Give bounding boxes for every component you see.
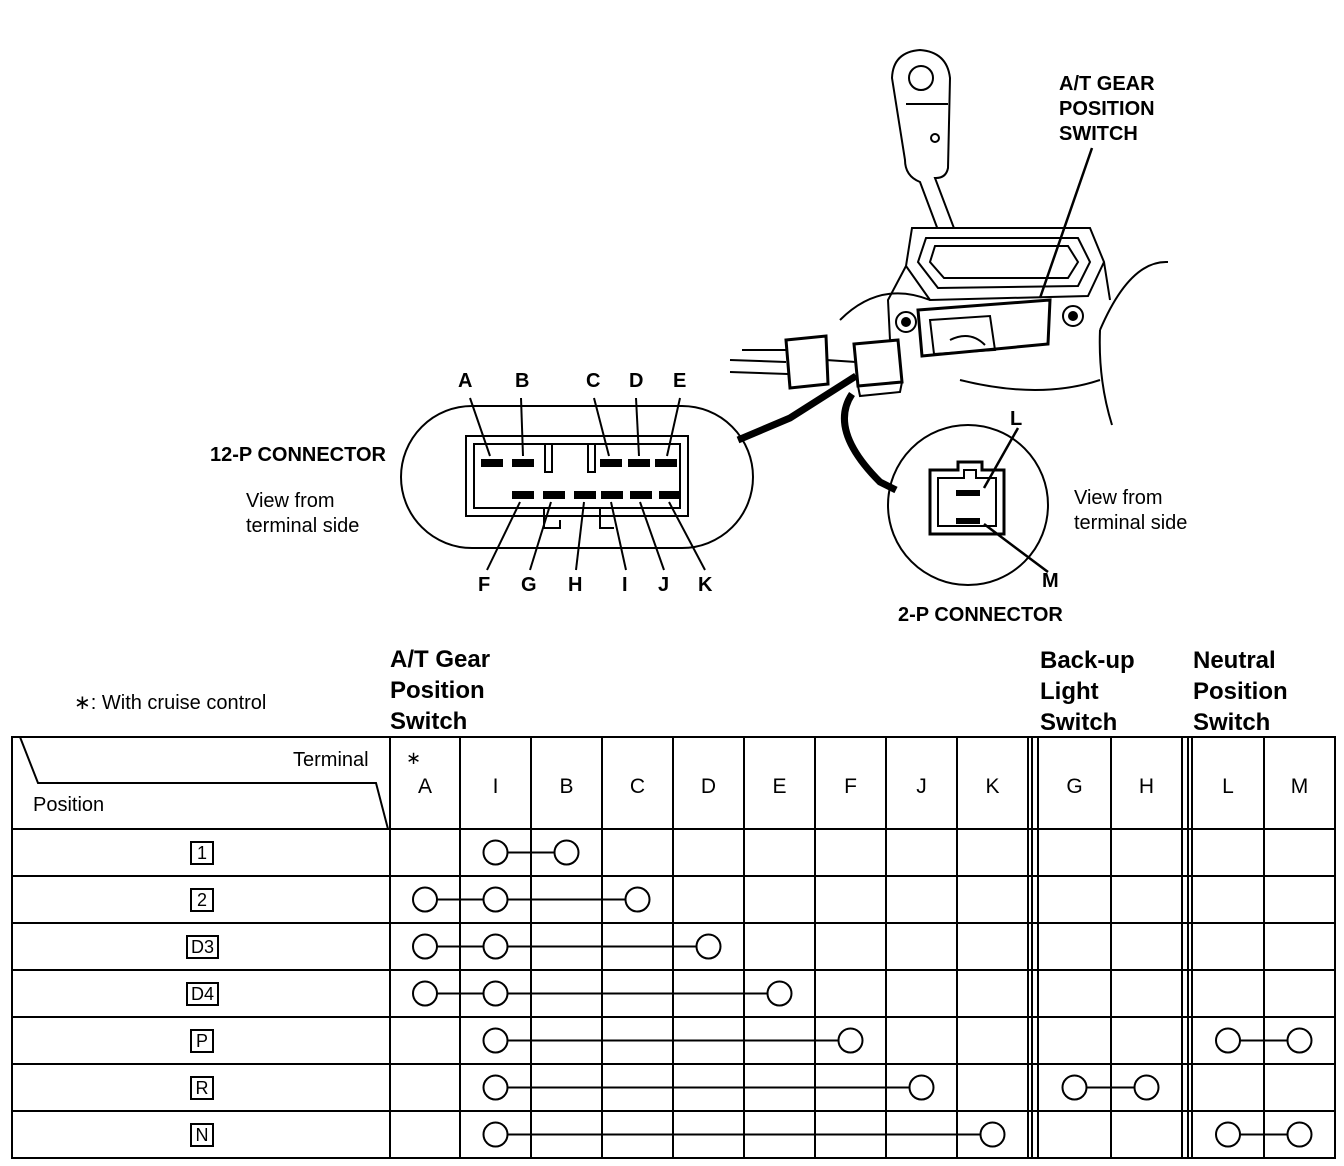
column-header-A: A xyxy=(418,775,432,798)
row-position-P: P xyxy=(190,1028,214,1053)
group-heading-gear-line-1: A/T Gear xyxy=(390,646,491,673)
row-position-D3: D3 xyxy=(186,934,220,959)
continuity-point-I xyxy=(482,886,509,913)
column-header-L: L xyxy=(1222,775,1234,798)
terminal-label-F: F xyxy=(478,574,491,596)
continuity-point-C xyxy=(624,886,651,913)
switch-callout-label: A/T GEAR POSITION SWITCH xyxy=(1059,72,1155,147)
connector-2p-view-line-1: View from xyxy=(1074,487,1163,509)
connector-12p-body xyxy=(400,373,858,571)
switch-callout-line-3: SWITCH xyxy=(1059,123,1138,145)
continuity-point-E xyxy=(766,980,793,1007)
switch-callout-line xyxy=(1038,147,1094,299)
connector-12p-title: 12-P CONNECTOR xyxy=(210,444,386,466)
continuity-point-J xyxy=(908,1074,935,1101)
row-position-2: 2 xyxy=(190,887,214,912)
column-A-asterisk: ∗ xyxy=(406,748,422,768)
column-header-M: M xyxy=(1291,775,1309,798)
continuity-point-I xyxy=(482,933,509,960)
column-header-J: J xyxy=(916,775,927,798)
column-header-F: F xyxy=(844,775,857,798)
continuity-point-B xyxy=(553,839,580,866)
column-header-D: D xyxy=(701,775,716,798)
shifter-illustration xyxy=(400,48,1169,586)
continuity-point-A xyxy=(412,980,438,1007)
group-heading-backup-switch: Back-up Light Switch xyxy=(1040,645,1135,738)
group-heading-neutral-switch: Neutral Position Switch xyxy=(1193,645,1288,738)
terminal-label-M: M xyxy=(1042,570,1059,592)
continuity-point-I xyxy=(482,1027,509,1054)
group-heading-backup-line-3: Switch xyxy=(1040,709,1118,736)
terminal-label-G: G xyxy=(521,574,537,596)
terminal-label-I: I xyxy=(622,574,628,596)
terminal-label-A: A xyxy=(458,370,473,392)
connector-2p-view-line-2: terminal side xyxy=(1074,512,1188,534)
row-position-N: N xyxy=(190,1122,214,1147)
continuity-point-A xyxy=(412,886,438,913)
terminal-label-K: K xyxy=(698,574,713,596)
group-heading-neutral-line-2: Position xyxy=(1193,678,1288,705)
harness-connectors xyxy=(729,334,904,398)
group-heading-backup-line-1: Back-up xyxy=(1040,647,1135,674)
header-terminal: Terminal xyxy=(293,749,369,771)
continuity-point-I xyxy=(482,1121,509,1148)
connector-2p-view-note: View from terminal side xyxy=(1074,486,1187,536)
continuity-point-A xyxy=(412,933,438,960)
terminal-label-J: J xyxy=(658,574,670,596)
terminal-label-L: L xyxy=(1010,408,1023,430)
continuity-point-H xyxy=(1133,1074,1160,1101)
row-position-R: R xyxy=(190,1075,214,1100)
group-heading-gear-line-3: Switch xyxy=(390,708,468,735)
column-header-B: B xyxy=(559,775,573,798)
terminal-label-C: C xyxy=(586,370,601,392)
continuity-point-F xyxy=(837,1027,864,1054)
switch-callout-line-1: A/T GEAR xyxy=(1059,73,1155,95)
continuity-point-L xyxy=(1215,1121,1241,1148)
continuity-point-K xyxy=(979,1121,1006,1148)
terminal-label-B: B xyxy=(515,370,530,392)
row-position-D4: D4 xyxy=(186,981,220,1006)
group-heading-neutral-line-3: Switch xyxy=(1193,709,1271,736)
continuity-point-M xyxy=(1286,1027,1313,1054)
continuity-point-I xyxy=(482,980,509,1007)
terminal-label-D: D xyxy=(629,370,644,392)
connector-12p-view-line-2: terminal side xyxy=(246,515,360,537)
column-header-I: I xyxy=(493,775,499,798)
row-position-1: 1 xyxy=(190,840,214,865)
footnote: ∗: With cruise control xyxy=(74,692,267,714)
column-header-K: K xyxy=(985,775,999,798)
continuity-point-M xyxy=(1286,1121,1313,1148)
continuity-point-L xyxy=(1215,1027,1241,1054)
group-heading-neutral-line-1: Neutral xyxy=(1193,647,1276,674)
continuity-point-G xyxy=(1061,1074,1088,1101)
group-heading-gear-switch: A/T Gear Position Switch xyxy=(390,644,490,737)
shift-gate-housing xyxy=(839,227,1169,426)
connector-12p-view-note: View from terminal side xyxy=(246,489,359,539)
column-header-G: G xyxy=(1066,775,1082,798)
column-header-E: E xyxy=(772,775,786,798)
group-heading-gear-line-2: Position xyxy=(390,677,485,704)
continuity-point-I xyxy=(482,839,509,866)
shift-lever xyxy=(890,48,962,248)
continuity-point-I xyxy=(482,1074,509,1101)
header-position: Position xyxy=(33,794,105,816)
gear-position-switch-body xyxy=(895,298,1084,358)
continuity-point-D xyxy=(695,933,722,960)
switch-callout-line-2: POSITION xyxy=(1059,98,1155,120)
terminal-label-H: H xyxy=(568,574,583,596)
terminal-label-E: E xyxy=(673,370,687,392)
column-header-H: H xyxy=(1139,775,1154,798)
column-header-C: C xyxy=(630,775,645,798)
group-heading-backup-line-2: Light xyxy=(1040,678,1099,705)
connector-2p-body xyxy=(841,392,1049,586)
connector-2p-title: 2-P CONNECTOR xyxy=(898,604,1063,626)
connector-12p-view-line-1: View from xyxy=(246,490,335,512)
